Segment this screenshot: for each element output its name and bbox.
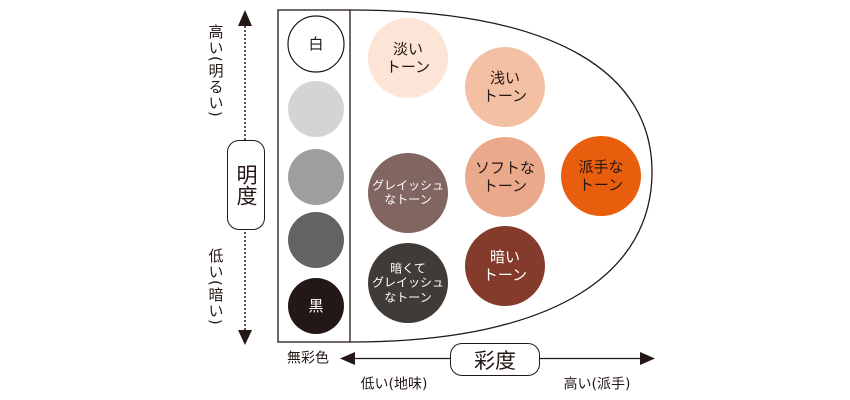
brightness-axis-label: 明度 xyxy=(227,140,265,230)
tone-label-line: なトーン xyxy=(384,193,432,207)
tone-circle xyxy=(368,243,448,323)
arrow-left-icon xyxy=(340,352,355,365)
tone-label: 暗くてグレイッシュなトーン xyxy=(372,261,444,304)
saturation-axis-label: 彩度 xyxy=(450,343,540,376)
tone-circle xyxy=(465,47,545,127)
tone-label-line: なトーン xyxy=(384,290,432,305)
tone-circle xyxy=(465,137,545,217)
brightness-high-label: 高い(明るい) xyxy=(206,24,225,118)
achromatic-circle xyxy=(288,149,344,205)
saturation-high-label: 高い(派手) xyxy=(563,376,631,393)
tone-label-line: 暗い xyxy=(489,248,521,266)
arrow-right-icon xyxy=(640,352,655,365)
tone-label-line: 暗くて xyxy=(390,261,426,276)
tone-label: 暗いトーン xyxy=(483,248,527,284)
tone-label-line: 淡い xyxy=(392,40,424,58)
tone-label-line: 派手な xyxy=(578,158,624,176)
tone-label: ソフトなトーン xyxy=(475,159,535,195)
achromatic-circle xyxy=(287,15,345,73)
tone-circle xyxy=(561,136,641,216)
achromatic-circle-label: 白 xyxy=(308,35,324,53)
achromatic-circles xyxy=(287,15,345,334)
tone-label-line: トーン xyxy=(385,58,431,76)
achromatic-box xyxy=(277,9,351,343)
achromatic-circle xyxy=(288,212,344,268)
tone-circle xyxy=(465,226,545,306)
arrow-down-icon xyxy=(238,330,252,345)
brightness-low-label: 低い(暗い) xyxy=(206,248,225,326)
achromatic-circle-label: 黒 xyxy=(308,297,324,315)
tone-label-line: トーン xyxy=(482,177,528,195)
saturation-low-label: 低い(地味) xyxy=(360,376,428,393)
tone-label: 派手なトーン xyxy=(578,158,623,194)
tone-label: グレイッシュなトーン xyxy=(372,179,444,208)
tone-label-line: トーン xyxy=(578,176,624,194)
tone-circles xyxy=(368,18,641,323)
tone-label-line: グレイッシュ xyxy=(371,178,445,193)
tone-label-line: 浅い xyxy=(489,69,521,87)
achromatic-circle xyxy=(288,81,344,137)
achromatic-label: 無彩色 xyxy=(287,350,329,367)
tone-label-line: トーン xyxy=(482,87,528,105)
tone-circle xyxy=(368,153,448,233)
tone-label-line: ソフトな xyxy=(474,159,536,177)
tone-circle xyxy=(368,18,448,98)
achromatic-circle xyxy=(288,278,344,334)
chromatic-region-outline xyxy=(349,9,653,343)
tone-label-line: トーン xyxy=(482,266,528,284)
arrow-up-icon xyxy=(238,10,252,26)
tone-label: 浅いトーン xyxy=(483,69,527,105)
tone-label-line: グレイッシュ xyxy=(371,275,445,290)
tone-label: 淡いトーン xyxy=(386,40,430,76)
